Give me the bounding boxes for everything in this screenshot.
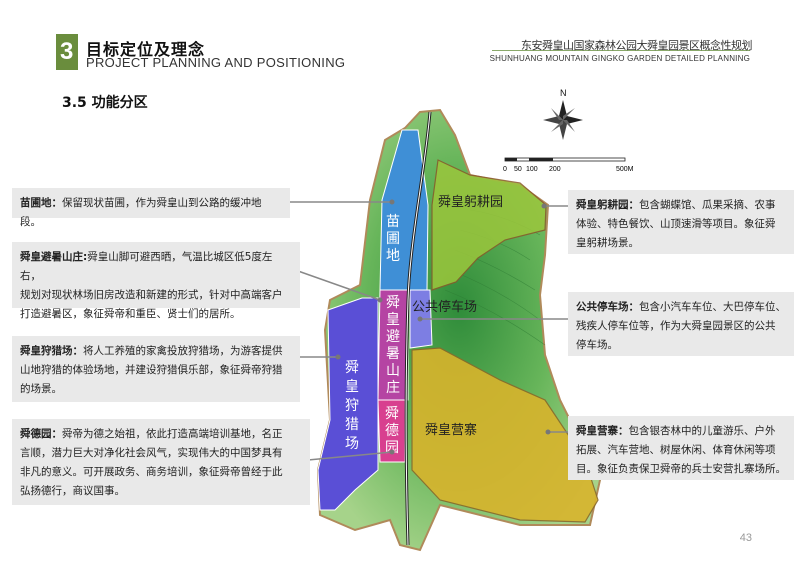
label-tingche: 公共停车场 (412, 299, 477, 315)
label-yingzhai: 舜皇营寨 (425, 422, 477, 438)
desc-bisu: 舜皇避暑山庄:舜皇山脚可避西晒，气温比城区低5度左右， 规划对现状林场旧房改造和… (12, 242, 300, 320)
label-bisu-4: 暑 (386, 346, 400, 362)
desc-shoulie-line-1: 将人工养殖的家禽投放狩猎场，为游客提供 (83, 345, 283, 357)
desc-tingche-line-2: 残疾人停车位等，作为大舜皇园景区的公共 (576, 320, 776, 332)
desc-gonggeng-line-1: 包含蝴蝶馆、瓜果采摘、农事 (639, 199, 776, 211)
label-miaopu-3: 地 (386, 248, 400, 264)
zone-labels-vertical: 苗 圃 地 舜 皇 避 暑 山 庄 舜 皇 狩 猎 场 舜 德 园 (345, 214, 400, 456)
compass-rose: N (543, 88, 583, 140)
desc-miaopu-name: 苗圃地： (20, 197, 62, 209)
zone-gonggeng (431, 159, 547, 291)
label-bisu-5: 山 (386, 363, 400, 379)
label-miaopu-1: 苗 (386, 214, 400, 230)
desc-bisu-line-1: 舜皇山脚可避西晒，气温比城区低5度左右， (20, 251, 273, 282)
desc-yingzhai-line-2: 拓展、汽车营地、树屋休闲、体育休闲等项 (576, 444, 776, 456)
scale-tick-100: 100 (526, 166, 538, 173)
desc-miaopu: 苗圃地：保留现状苗圃，作为舜皇山到公路的缓冲地段。 (12, 188, 290, 228)
zone-yingzhai (411, 347, 599, 523)
desc-yingzhai: 舜皇营寨：包含银杏林中的儿童游乐、户外 拓展、汽车营地、树屋休闲、体育休闲等项 … (568, 416, 794, 480)
header-divider (492, 50, 750, 51)
desc-tingche-line-3: 停车场。 (576, 339, 618, 351)
label-shunde-2: 德 (385, 423, 399, 439)
desc-gonggeng: 舜皇躬耕园：包含蝴蝶馆、瓜果采摘、农事 体验、特色餐饮、山顶速滑等项目。象征舜 … (568, 190, 794, 254)
scale-tick-200: 200 (549, 166, 561, 173)
desc-shunde-line-1: 舜帝为德之始祖，依此打造高端培训基地，名正 (62, 428, 283, 440)
desc-shunde-name: 舜德园： (20, 428, 62, 440)
project-title-cn: 东安舜皇山国家森林公园大舜皇园景区概念性规划 (521, 39, 753, 52)
desc-tingche-name: 公共停车场： (576, 301, 639, 313)
desc-shoulie-line-3: 的场景。 (20, 383, 62, 395)
desc-shunde: 舜德园：舜帝为德之始祖，依此打造高端培训基地，名正 言顺，潜力巨大对净化社会风气… (12, 419, 310, 505)
desc-tingche-line-1: 包含小汽车车位、大巴停车位、 (639, 301, 786, 313)
desc-shoulie-line-2: 山地狩猎的体验场地，并建设狩猎俱乐部，象征舜帝狩猎 (20, 364, 283, 376)
zone-bisu (377, 289, 409, 401)
desc-yingzhai-line-1: 包含银杏林中的儿童游乐、户外 (628, 425, 776, 437)
label-shoulie-1: 舜 (345, 360, 359, 376)
desc-shunde-line-3: 非凡的意义。可开展政务、商务培训，象征舜帝曾经于此 (20, 466, 283, 478)
desc-gonggeng-line-2: 体验、特色餐饮、山顶速滑等项目。象征舜 (576, 218, 776, 230)
desc-bisu-line-3: 打造避暑区，象征舜帝和重臣、贤士们的居所。 (20, 308, 241, 320)
desc-yingzhai-line-3: 目。象征负责保卫舜帝的兵士安营扎寨场所。 (576, 463, 786, 475)
section-title-cn: 目标定位及理念 (86, 40, 206, 59)
leader-lines (288, 201, 568, 461)
page-number: 43 (739, 532, 752, 544)
scale-tick-500: 500M (616, 166, 634, 173)
desc-shunde-line-4: 弘扬德行，商议国事。 (20, 485, 125, 497)
desc-shunde-line-2: 言顺，潜力巨大对净化社会风气，实现伟大的中国梦具有 (20, 447, 283, 459)
desc-shoulie: 舜皇狩猎场：将人工养殖的家禽投放狩猎场，为游客提供 山地狩猎的体验场地，并建设狩… (12, 336, 300, 402)
scale-tick-0: 0 (503, 166, 507, 173)
label-shoulie-5: 场 (345, 436, 359, 452)
label-shunde-1: 舜 (385, 406, 399, 422)
section-number: 3 (60, 38, 74, 65)
scale-tick-50: 50 (514, 166, 522, 173)
desc-tingche: 公共停车场：包含小汽车车位、大巴停车位、 残疾人停车位等，作为大舜皇园景区的公共… (568, 292, 794, 356)
desc-shoulie-name: 舜皇狩猎场： (20, 345, 83, 357)
desc-bisu-line-2: 规划对现状林场旧房改造和新建的形式，针对中高端客户 (20, 289, 283, 301)
label-bisu-1: 舜 (386, 295, 400, 311)
desc-gonggeng-line-3: 皇躬耕场景。 (576, 237, 639, 249)
label-bisu-3: 避 (386, 329, 400, 345)
label-gonggeng: 舜皇躬耕园 (438, 194, 503, 210)
project-title-en: SHUNHUANG MOUNTAIN GINGKO GARDEN DETAILE… (489, 54, 750, 63)
leader-dots (335, 199, 551, 455)
label-bisu-2: 皇 (386, 312, 400, 328)
desc-gonggeng-name: 舜皇躬耕园： (576, 199, 639, 211)
scale-bar: 0 50 100 200 500M (503, 157, 634, 173)
section-title-en: PROJECT PLANNING AND POSITIONING (86, 55, 346, 70)
subsection-title: 3.5 功能分区 (62, 95, 148, 111)
zone-labels-horizontal: 舜皇躬耕园 公共停车场 舜皇营寨 (412, 194, 503, 438)
desc-yingzhai-name: 舜皇营寨： (576, 425, 629, 437)
label-shoulie-4: 猎 (345, 417, 359, 433)
label-miaopu-2: 圃 (386, 231, 400, 247)
label-shoulie-2: 皇 (345, 379, 359, 395)
desc-miaopu-text: 保留现状苗圃，作为舜皇山到公路的缓冲地段。 (20, 197, 262, 228)
label-bisu-6: 庄 (386, 379, 400, 396)
desc-bisu-name: 舜皇避暑山庄: (20, 251, 88, 263)
north-label: N (560, 88, 567, 98)
label-shoulie-3: 狩 (345, 398, 359, 414)
section-number-block (56, 34, 78, 70)
